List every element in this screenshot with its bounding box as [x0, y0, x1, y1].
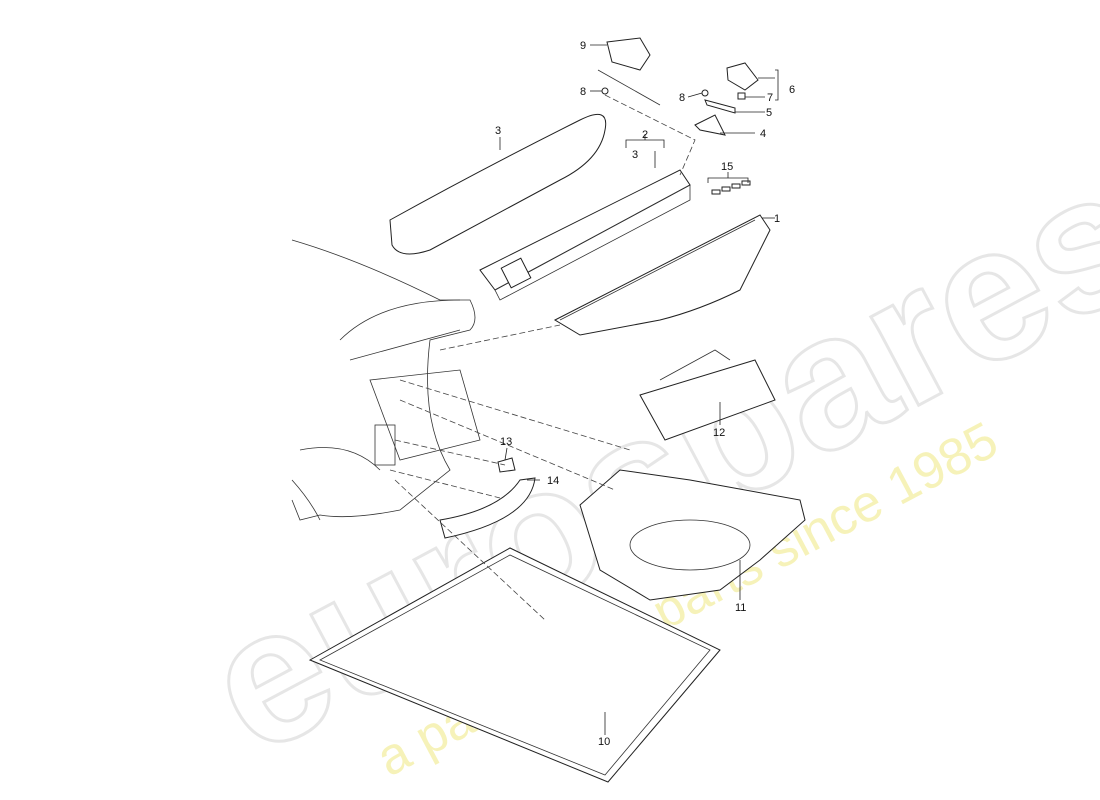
part-6-bracket [726, 62, 759, 91]
callout-5: 5 [766, 107, 772, 119]
part-4-holder [694, 114, 726, 136]
callout-14: 14 [547, 475, 559, 487]
callout-13: 13 [500, 436, 512, 448]
part-8-screw [601, 87, 609, 95]
callout-8: 8 [580, 86, 586, 98]
part-7-nut [737, 92, 746, 100]
part-12-bag [639, 359, 776, 441]
leader-lines [499, 44, 779, 735]
part-9-bracket [606, 37, 651, 71]
vehicle-rear-outline [291, 239, 481, 521]
part-3-net-bag [389, 113, 607, 255]
callout-3: 3 [495, 125, 501, 137]
part-8-screw [701, 89, 709, 97]
callout-8: 8 [679, 92, 685, 104]
callout-4: 4 [760, 128, 766, 140]
part-11-storage-tray [579, 469, 806, 601]
part-13-clip [497, 457, 516, 473]
callout-12: 12 [713, 427, 725, 439]
callout-3: 3 [632, 149, 638, 161]
part-15-clips [711, 180, 751, 195]
callout-9: 9 [580, 40, 586, 52]
part-14-trim [439, 477, 536, 539]
part-5-plate [704, 99, 736, 114]
callouts: 1 2 3 3 4 5 6 7 8 8 9 10 11 12 13 14 15 [495, 40, 795, 748]
callout-15: 15 [721, 161, 733, 173]
callout-6: 6 [789, 84, 795, 96]
callout-7: 7 [767, 92, 773, 104]
callout-11: 11 [735, 602, 746, 614]
callout-10: 10 [598, 736, 610, 748]
callout-2: 2 [642, 129, 648, 141]
callout-1: 1 [774, 213, 780, 225]
part-1-luggage-cover [553, 214, 771, 336]
